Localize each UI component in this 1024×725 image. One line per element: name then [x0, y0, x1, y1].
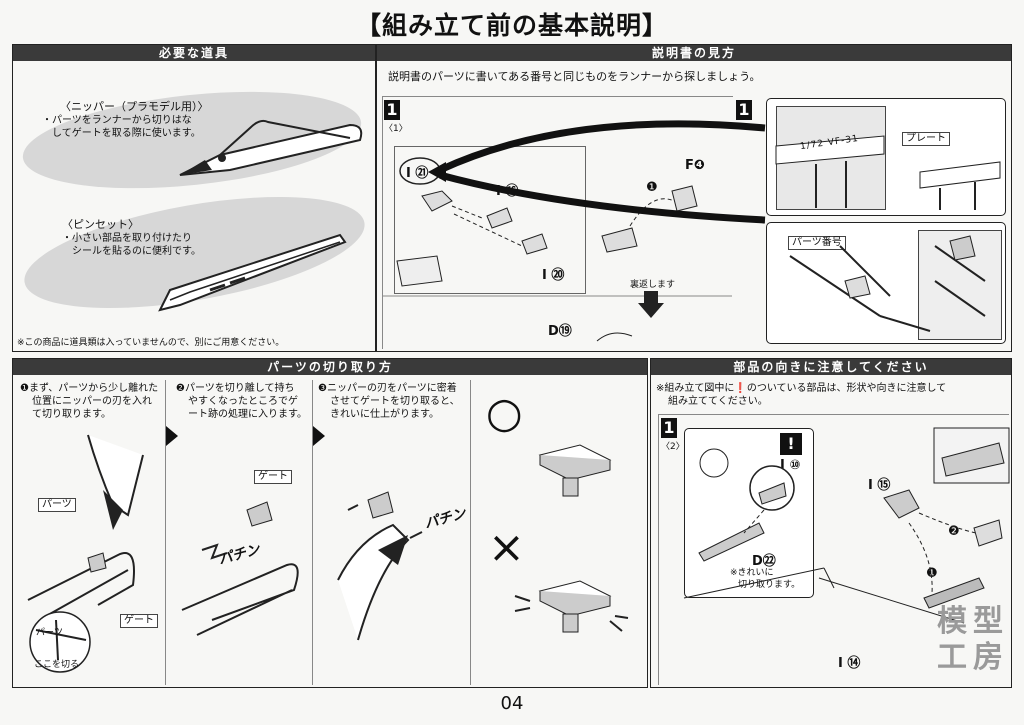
tools-note: ※この商品に道具類は入っていませんので、別にご用意ください。 — [17, 338, 285, 348]
manual-diagram-area — [382, 96, 733, 349]
nipper-desc-1: ・パーツをランナーから切りはな — [42, 115, 192, 126]
manual-inset — [394, 146, 586, 294]
back-label: 裏返します — [630, 280, 676, 290]
good-mark: ○ — [486, 388, 523, 437]
cut-step1-line1: ❶まず、パーツから少し離れた — [20, 383, 159, 394]
part-ref-d22: D㉒ — [752, 554, 776, 569]
manual-step-number-2: 1 — [736, 100, 752, 120]
good-part-drawing — [538, 444, 612, 497]
manual-parts-drawing — [382, 157, 732, 342]
nipper-icon — [179, 119, 363, 176]
bad-mark: × — [488, 522, 525, 573]
manual-header: 説明書の見方 — [377, 45, 1011, 61]
manual-callout-arrows — [428, 120, 766, 224]
manual-step-sub: 〈1〉 — [384, 124, 408, 134]
tweezers-desc-1: ・小さい部品を取り付けたり — [62, 233, 192, 244]
tools-header: 必要な道具 — [13, 45, 375, 61]
cut-step3-line2: させてゲートを切り取ると、 — [330, 396, 460, 407]
cut-step1-drawing — [27, 434, 144, 673]
parts-number-drawing — [789, 235, 986, 332]
orientation-note-2: 組み立ててください。 — [668, 396, 768, 407]
part-ref-i20: I ⑳ — [542, 268, 565, 283]
orientation-step-a: ❷ — [948, 524, 960, 539]
part-ref-i15: I ⑮ — [868, 478, 891, 493]
orientation-header: 部品の向きに注意してください — [651, 359, 1011, 375]
cut-step2-line1: ❷パーツを切り離して持ち — [176, 383, 295, 394]
cutting-header: パーツの切り取り方 — [13, 359, 647, 375]
tweezers-desc-2: シールを貼るのに便利です。 — [62, 246, 201, 257]
cut-gate-label: ゲート — [120, 614, 158, 628]
watermark: 模型 工房 — [937, 604, 1009, 675]
cut-step3-line3: きれいに仕上がります。 — [330, 409, 439, 420]
orientation-step-sub: 〈2〉 — [661, 442, 685, 452]
clean-note-2: 切り取ります。 — [738, 580, 801, 590]
cut-gate-label-2: ゲート — [254, 470, 292, 484]
plate-runner-drawing — [775, 135, 885, 208]
cut-parts-zoom-label: パーツ — [36, 628, 63, 638]
manual-arrow-step: ❶ — [646, 180, 658, 195]
manual-description: 説明書のパーツに書いてある番号と同じものをランナーから探しましょう。 — [388, 70, 761, 83]
orientation-panel — [650, 358, 1012, 688]
orientation-inset — [684, 428, 814, 598]
part-ref-i10: I ⑩ — [780, 458, 801, 473]
cut-step2-line3: ート跡の処理に入ります。 — [188, 409, 307, 420]
manual-panel — [376, 44, 1012, 352]
cutting-panel — [12, 358, 648, 688]
cut-parts-label: パーツ — [38, 498, 76, 512]
cut-step3-drawing — [337, 491, 423, 641]
cut-step3-line1: ❸ニッパーの刃をパーツに密着 — [318, 383, 457, 394]
orientation-diagram-area — [658, 414, 1009, 685]
orientation-step-number: 1 — [661, 418, 677, 438]
plate-label: プレート — [902, 132, 950, 146]
parts-number-label: パーツ番号 — [788, 236, 846, 250]
part-ref-f4: F❹ — [685, 158, 705, 173]
orientation-drawing — [683, 427, 1010, 624]
cut-divider-2 — [312, 380, 313, 685]
nipper-desc-2: してゲートを取る際に使います。 — [42, 128, 201, 139]
plate-zoom-drawing — [919, 161, 1001, 210]
tools-panel — [12, 44, 376, 352]
step-arrow-2-icon — [313, 426, 325, 446]
page-number: 04 — [500, 693, 524, 714]
cut-step2-drawing — [181, 501, 299, 636]
orientation-note-1: ※組み立て図中に❗のついている部品は、形状や向きに注意して — [656, 383, 947, 394]
clean-note-1: ※きれいに — [730, 568, 774, 578]
part-ref-i21: I ㉑ — [406, 166, 429, 181]
part-ref-i14: I ⑭ — [838, 656, 861, 671]
tweezers-title: 〈ピンセット〉 — [62, 218, 139, 231]
cut-step1-line2: 位置にニッパーの刃を入れ — [32, 396, 152, 407]
part-ref-d19: D⑲ — [548, 324, 572, 339]
cut-here-label: ここを切る — [34, 660, 80, 670]
cut-step2-line2: やすくなったところでゲ — [188, 396, 298, 407]
nipper-title: 〈ニッパー（プラモデル用）〉 — [60, 100, 209, 113]
cut-divider-1 — [165, 380, 166, 685]
orientation-step-b: ❶ — [926, 566, 938, 581]
cut-step1-line3: て切り取ります。 — [32, 409, 111, 420]
cut-divider-3 — [470, 380, 471, 685]
tweezers-icon — [158, 233, 347, 312]
manual-step-number: 1 — [384, 100, 400, 120]
page-title: 【組み立て前の基本説明】 — [355, 11, 668, 40]
bad-part-drawing — [514, 580, 629, 633]
step-arrow-1-icon — [166, 426, 178, 446]
warning-icon: ! — [780, 433, 802, 455]
